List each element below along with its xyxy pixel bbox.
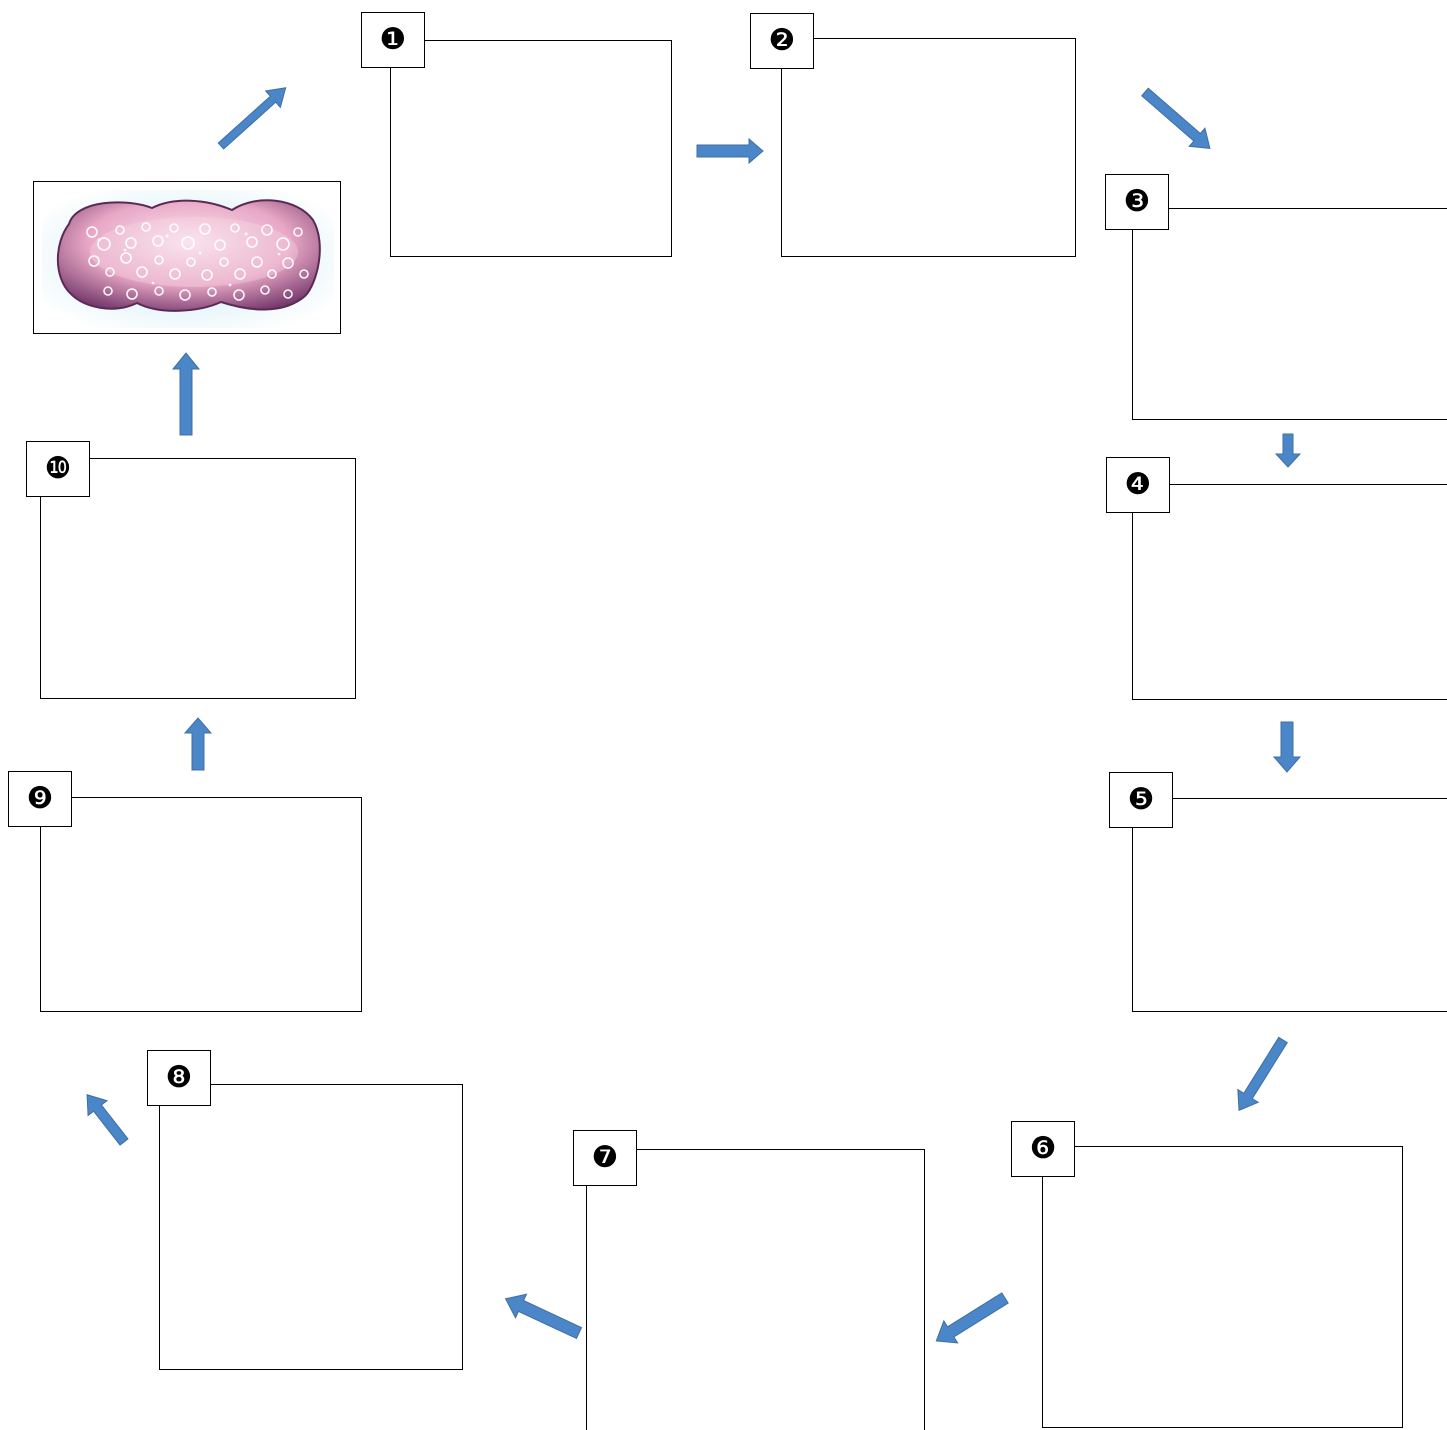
step-badge-6: ❻	[1011, 1121, 1075, 1177]
arrow-from-illustration-to-1	[217, 87, 287, 150]
illustration-bubbles	[86, 222, 309, 301]
step-badge-5: ❺	[1109, 772, 1173, 828]
illustration-frame	[33, 181, 341, 334]
step-badge-3: ❸	[1105, 174, 1169, 230]
step-badge-9: ❾	[8, 771, 72, 827]
arrow-4-to-5	[1272, 721, 1302, 773]
step-panel-4	[1132, 484, 1447, 700]
step-badge-4: ❹	[1106, 457, 1170, 513]
step-badge-7: ❼	[573, 1130, 637, 1186]
arrow-3-to-4	[1274, 433, 1302, 468]
step-panel-10	[40, 458, 356, 699]
step-badge-2: ❷	[750, 13, 814, 69]
step-panel-6	[1042, 1146, 1403, 1428]
arrow-2-to-3	[1141, 87, 1211, 149]
arrow-5-to-6	[1237, 1036, 1288, 1112]
step-panel-1	[390, 40, 672, 257]
arrow-8-to-9	[86, 1094, 129, 1146]
arrow-9-to-10	[183, 717, 213, 771]
step-panel-3	[1132, 208, 1447, 420]
illustration-highlight	[90, 217, 298, 287]
arrow-7-to-8	[504, 1293, 583, 1340]
step-panel-2	[781, 38, 1076, 257]
step-badge-10: ❿	[26, 441, 90, 497]
arrow-10-to-illustration	[171, 352, 201, 436]
illustration-svg	[42, 190, 334, 328]
step-badge-1: ❶	[361, 12, 425, 68]
step-badge-8: ❽	[147, 1050, 211, 1106]
arrow-6-to-7	[935, 1292, 1009, 1344]
step-panel-5	[1132, 798, 1447, 1012]
step-panel-9	[40, 797, 362, 1012]
arrow-1-to-2	[696, 137, 764, 165]
step-panel-7	[586, 1149, 925, 1430]
illustration-sparkles	[97, 232, 281, 287]
step-panel-8	[159, 1084, 463, 1370]
